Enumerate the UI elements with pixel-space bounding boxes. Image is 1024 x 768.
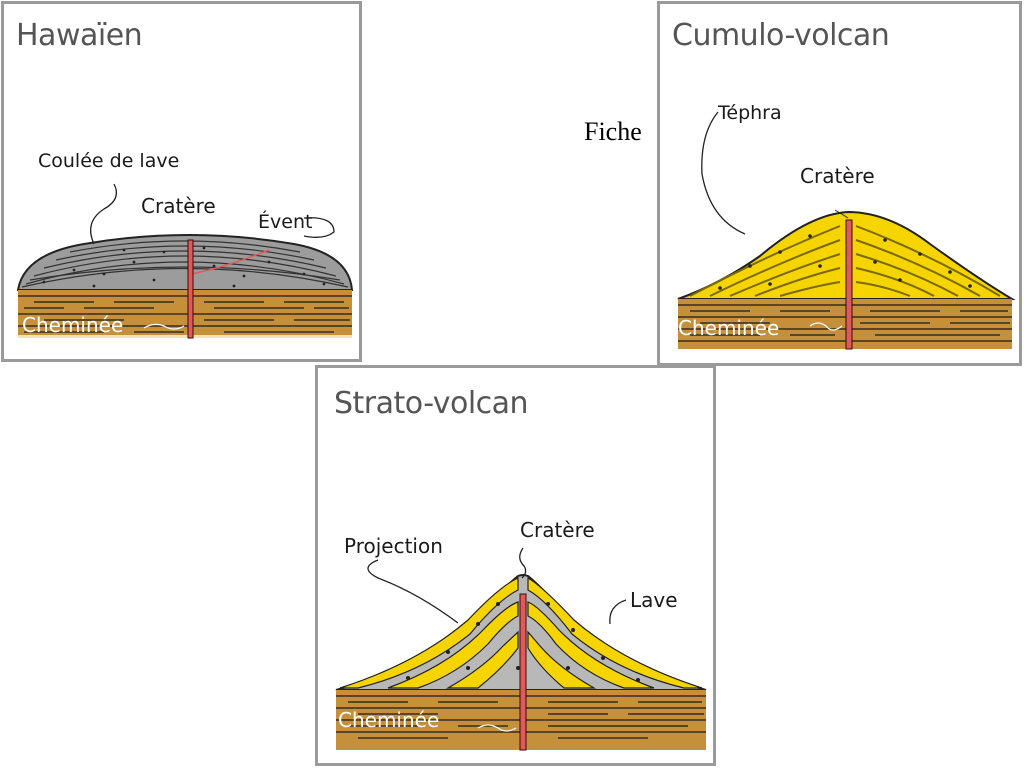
fiche-label: Fiche (584, 117, 642, 146)
lava-label: Lave (630, 588, 678, 612)
crater-label: Cratère (141, 194, 216, 218)
chimney-label: Cheminée (22, 313, 124, 337)
lava-flow-label: Coulée de lave (38, 150, 180, 172)
panel-title: Hawaïen (16, 18, 143, 53)
panel-cumulo-volcan: Cumulo-volcan (657, 1, 1022, 366)
panel-title: Cumulo-volcan (672, 18, 890, 53)
projection-label: Projection (344, 534, 443, 558)
vent-label: Évent (258, 211, 313, 233)
strato-volcano-diagram (335, 547, 707, 751)
crater-label: Cratère (520, 518, 595, 542)
panel-title: Strato-volcan (334, 386, 529, 421)
crater-label: Cratère (800, 164, 875, 188)
hawaien-volcano-diagram (16, 183, 354, 339)
chimney-label: Cheminée (338, 708, 440, 732)
panel-hawaien: Hawaïen (1, 1, 362, 362)
tephra-label: Téphra (718, 102, 782, 124)
panel-strato-volcan: Strato-volcan (315, 365, 716, 766)
cumulo-volcano-diagram (677, 111, 1016, 350)
chimney-label: Cheminée (678, 316, 780, 340)
